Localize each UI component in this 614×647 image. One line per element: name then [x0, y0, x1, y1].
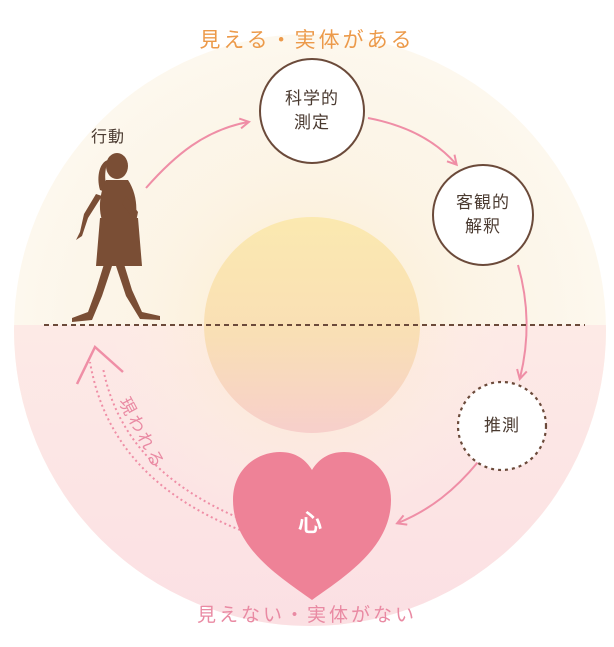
arises-arrow-head — [75, 344, 124, 385]
arrow-action-to-measurement — [145, 122, 248, 189]
invisible-caption: 見えない・実体がない — [196, 604, 417, 626]
node-inference: 推測 — [458, 382, 546, 470]
node-scientific-measurement-circle — [259, 58, 365, 164]
node-inference-circle — [456, 380, 548, 472]
node-objective-interpretation: 客観的 解釈 — [433, 165, 533, 265]
node-inference-label: 推測 — [484, 416, 520, 436]
node-scientific-measurement-line-1: 科学的 — [285, 89, 339, 109]
node-scientific-measurement: 科学的 測定 — [260, 59, 364, 163]
arises-arrow-line-2 — [102, 367, 247, 522]
action-label: 行動 — [91, 127, 126, 146]
heart-shape-icon — [233, 452, 391, 600]
arrow-measurement-to-interpretation — [367, 117, 456, 164]
node-objective-interpretation-circle — [432, 164, 534, 266]
arises-arrow-line-1 — [89, 361, 241, 531]
node-scientific-measurement-line-2: 測定 — [294, 113, 330, 133]
arrow-interpretation-to-inference — [518, 264, 528, 378]
node-objective-interpretation-line-2: 解釈 — [465, 217, 501, 237]
sun-circle — [204, 217, 420, 433]
arrow-inference-to-heart — [398, 461, 479, 523]
walking-woman-silhouette-icon — [72, 153, 160, 322]
heart-label: 心 — [298, 509, 322, 537]
node-objective-interpretation-line-1: 客観的 — [456, 193, 510, 213]
visible-caption: 見える・実体がある — [199, 28, 415, 52]
